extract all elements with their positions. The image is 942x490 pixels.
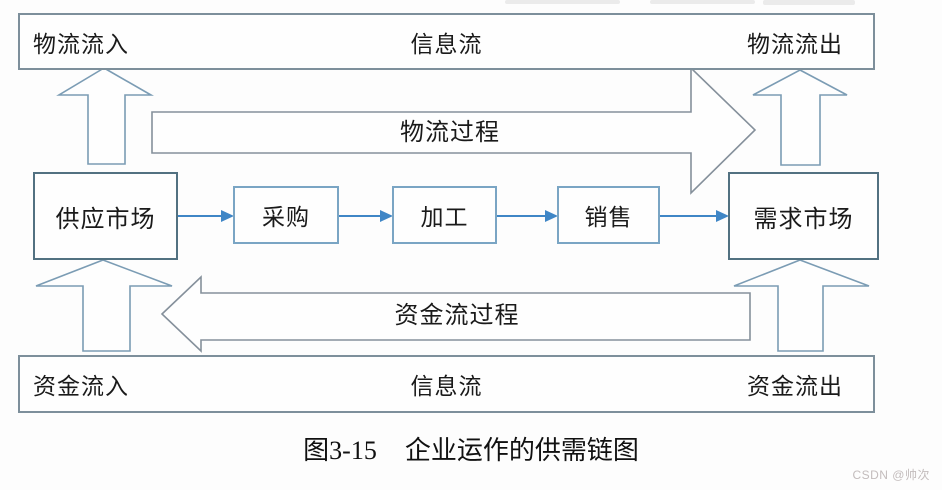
figure-number: 图3-15 bbox=[303, 436, 377, 465]
top-info-bar: 物流流入 信息流 物流流出 bbox=[18, 13, 875, 70]
up-arrow-bottombar-to-supply-icon bbox=[35, 259, 173, 352]
capital-process-label: 资金流过程 bbox=[394, 303, 520, 329]
material-process-label: 物流过程 bbox=[400, 120, 500, 146]
info-flow-bottom-label: 信息流 bbox=[410, 374, 483, 399]
arrowhead-icon bbox=[380, 210, 393, 222]
scan-artifact bbox=[650, 0, 755, 4]
scan-artifact bbox=[763, 0, 855, 5]
arrowhead-icon bbox=[545, 210, 558, 222]
capital-flow-arrow-left-icon bbox=[160, 275, 751, 353]
material-outflow-label: 物流流出 bbox=[747, 31, 843, 57]
node-demand-market: 需求市场 bbox=[728, 172, 879, 260]
material-flow-arrow-right-icon bbox=[151, 66, 757, 195]
up-arrow-supply-to-topbar-icon bbox=[56, 67, 154, 165]
arrowhead-icon bbox=[221, 210, 234, 222]
material-inflow-label: 物流流入 bbox=[33, 31, 129, 57]
bottom-info-bar: 资金流入 信息流 资金流出 bbox=[18, 355, 875, 413]
csdn-watermark: CSDN @帅次 bbox=[852, 468, 930, 482]
node-sales: 销售 bbox=[557, 186, 660, 244]
node-purchasing: 采购 bbox=[233, 186, 339, 244]
node-processing: 加工 bbox=[392, 186, 497, 244]
scan-artifact bbox=[505, 0, 620, 4]
info-flow-top-label: 信息流 bbox=[410, 31, 483, 57]
figure-caption: 图3-15 企业运作的供需链图 bbox=[0, 430, 942, 467]
figure-title: 企业运作的供需链图 bbox=[404, 436, 639, 465]
up-arrow-demand-to-topbar-icon bbox=[752, 69, 848, 166]
arrowhead-icon bbox=[716, 210, 729, 222]
capital-inflow-label: 资金流入 bbox=[33, 374, 129, 399]
node-supply-market: 供应市场 bbox=[33, 172, 178, 260]
capital-outflow-label: 资金流出 bbox=[747, 374, 843, 399]
up-arrow-bottombar-to-demand-icon bbox=[733, 259, 870, 352]
